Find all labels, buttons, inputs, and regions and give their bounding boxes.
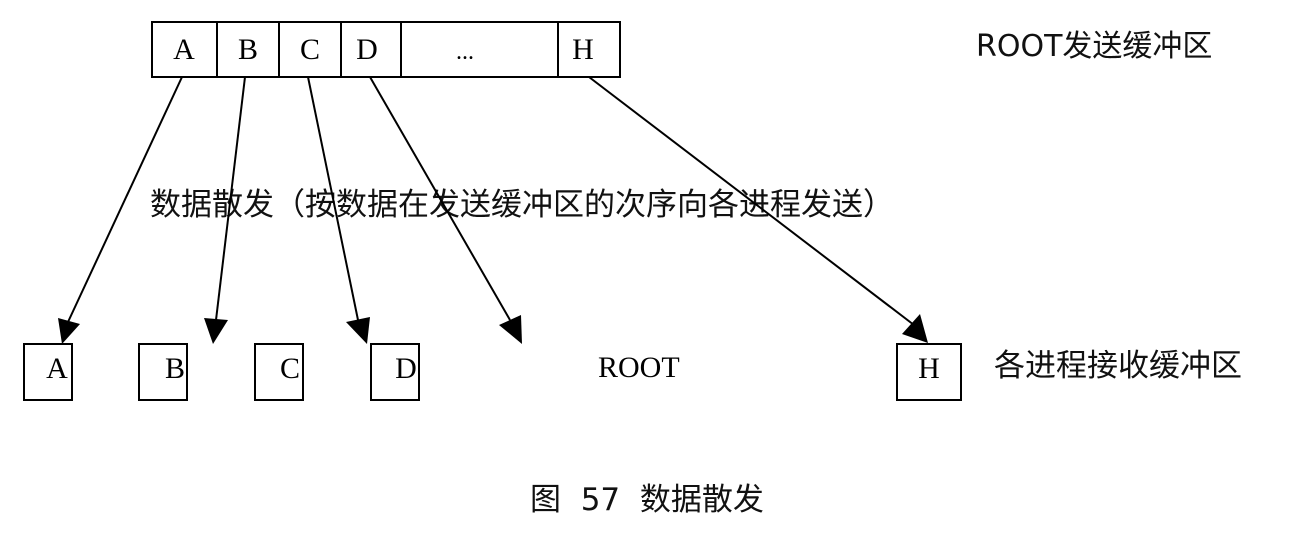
recv-box-c-label: C xyxy=(280,352,300,385)
edge-a xyxy=(67,76,183,323)
send-cell-c xyxy=(278,21,342,78)
send-buffer: A B C D ... H xyxy=(151,21,621,78)
arrowhead-d-icon xyxy=(499,315,522,344)
scatter-description: 数据散发（按数据在发送缓冲区的次序向各进程发送） xyxy=(150,187,894,223)
edge-h xyxy=(588,76,915,326)
send-cell-b-label: B xyxy=(238,33,258,66)
arrowhead-b-icon xyxy=(204,318,228,344)
recv-box-d-label: D xyxy=(395,352,417,385)
edge-d xyxy=(369,76,511,321)
recv-box-b-label: B xyxy=(165,352,185,385)
root-marker: ROOT xyxy=(598,351,680,384)
figure-caption: 图 57 数据散发 xyxy=(530,482,764,518)
send-cell-a xyxy=(151,21,218,78)
send-cell-d-label: D xyxy=(356,33,378,66)
recv-box-c xyxy=(254,343,304,401)
recv-box-b xyxy=(138,343,188,401)
recv-box-h-label: H xyxy=(918,352,940,385)
recv-box-a-label: A xyxy=(46,352,68,385)
receive-buffer-label: 各进程接收缓冲区 xyxy=(994,348,1242,384)
send-buffer-label: ROOT发送缓冲区 xyxy=(976,29,1212,64)
arrowhead-a-icon xyxy=(58,318,80,344)
send-cell-ellipsis-label: ... xyxy=(456,39,474,65)
edge-b xyxy=(215,76,246,321)
edges xyxy=(58,76,928,344)
recv-box-a xyxy=(23,343,73,401)
send-cell-a-label: A xyxy=(173,33,195,66)
send-cell-h-label: H xyxy=(572,33,594,66)
send-cell-c-label: C xyxy=(300,33,320,66)
send-cell-b xyxy=(216,21,280,78)
send-cell-ellipsis xyxy=(400,21,559,78)
receive-buffers: A B C D H xyxy=(23,343,962,401)
arrowhead-c-icon xyxy=(346,317,370,344)
arrowhead-h-icon xyxy=(902,314,928,343)
recv-box-d xyxy=(370,343,420,401)
recv-box-h xyxy=(896,343,962,401)
edge-c xyxy=(307,76,359,321)
